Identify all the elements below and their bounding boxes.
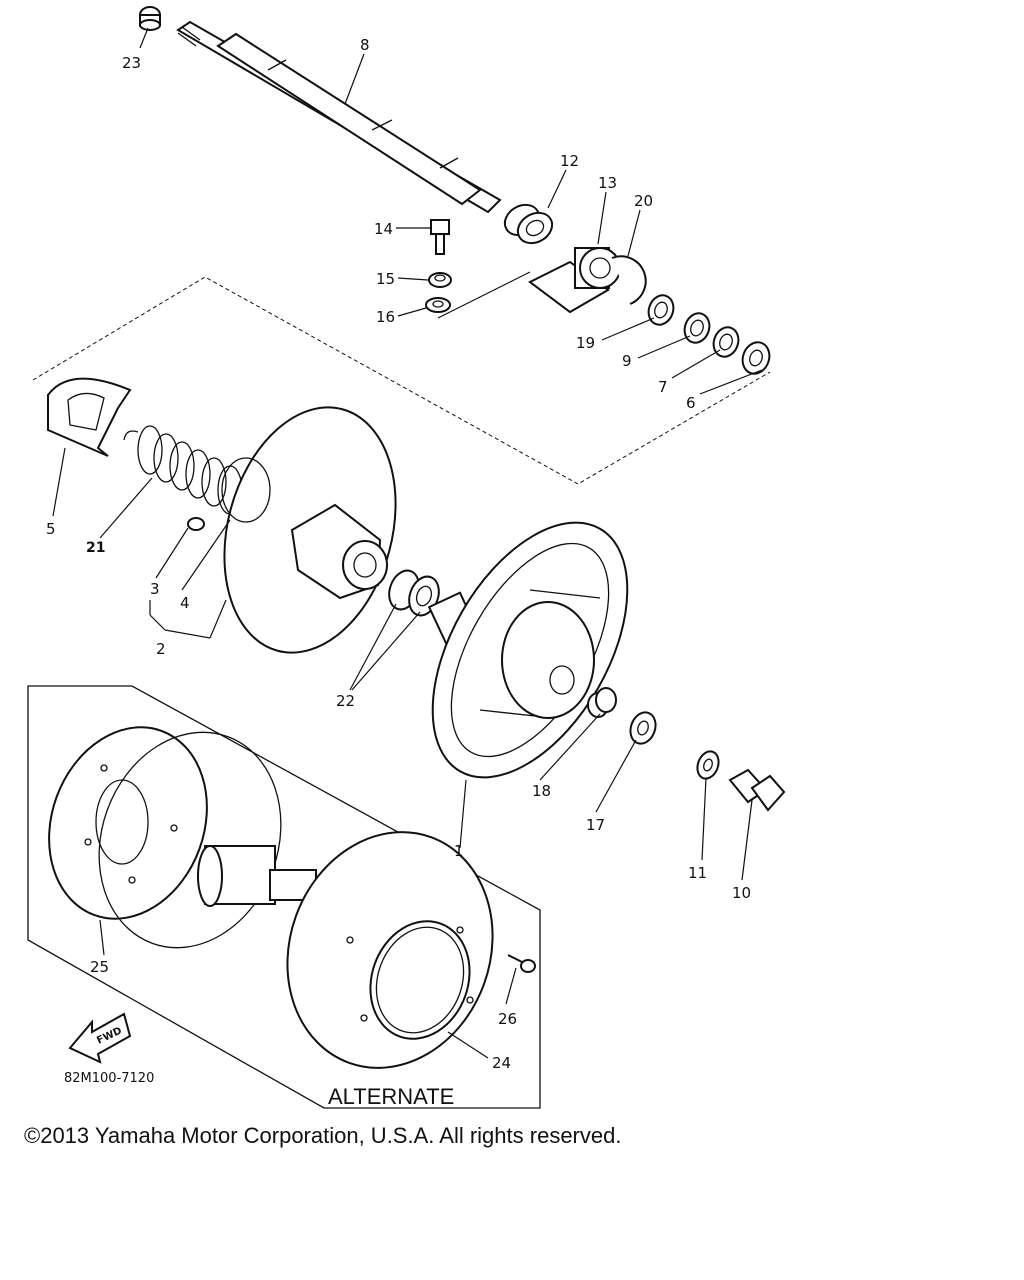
callout-26: 26: [498, 1010, 517, 1028]
callout-15: 15: [376, 270, 395, 288]
fwd-arrow-icon: FWD: [68, 1012, 132, 1064]
callout-16: 16: [376, 308, 395, 326]
part-16-washer: [425, 297, 451, 313]
callout-5: 5: [46, 520, 56, 538]
part-1-fixed-sheave: [427, 521, 629, 779]
callout-21: 21: [86, 540, 105, 556]
callout-6: 6: [686, 394, 696, 412]
callout-13: 13: [598, 174, 617, 192]
callout-3: 3: [150, 580, 160, 598]
callout-11: 11: [688, 864, 707, 882]
part-19-washer: [647, 294, 675, 326]
part-13-bracket: [528, 247, 621, 314]
callout-17: 17: [586, 816, 605, 834]
part-9-washer: [683, 312, 711, 344]
part-6-washer: [741, 341, 771, 375]
copyright-notice: ©2013 Yamaha Motor Corporation, U.S.A. A…: [24, 1123, 622, 1148]
part-5-cam: [47, 377, 132, 457]
parts-exploded-diagram: FWD 23 8 12: [27, 6, 786, 1109]
callout-labels: 23 8 12 13 20 14 15 16 19 9 7 6 5 21 3 4…: [46, 36, 751, 1072]
alternate-box: [27, 685, 541, 1109]
callout-24: 24: [492, 1054, 511, 1072]
callout-10: 10: [732, 884, 751, 902]
part-26-screw: [507, 954, 536, 973]
part-18-collar: [587, 687, 617, 718]
callout-18: 18: [532, 782, 551, 800]
callout-7: 7: [658, 378, 668, 396]
part-21-spring: [123, 425, 243, 515]
callout-1: 1: [454, 842, 464, 860]
part-3-pin: [187, 517, 205, 531]
part-2-sliding-sheave: [221, 406, 397, 654]
drawing-code: 82M100-7120: [64, 1071, 154, 1086]
callout-25: 25: [90, 958, 109, 976]
part-17-washer: [629, 711, 657, 745]
callout-22: 22: [336, 692, 355, 710]
part-15-nut: [428, 272, 452, 288]
callout-2: 2: [156, 640, 166, 658]
callout-14: 14: [374, 220, 393, 238]
callout-9: 9: [622, 352, 632, 370]
part-23-cap: [139, 6, 161, 31]
part-14-bolt: [430, 219, 450, 255]
part-7-washer: [712, 326, 740, 358]
part-11-washer: [696, 750, 720, 780]
part-25-outer-sheave: [48, 726, 208, 920]
part-20-circlip: [611, 255, 647, 305]
part-24-sheave: [286, 831, 494, 1069]
callout-12: 12: [560, 152, 579, 170]
part-12-bearing: [503, 203, 554, 245]
callout-8: 8: [360, 36, 370, 54]
callout-19: 19: [576, 334, 595, 352]
alternate-label: ALTERNATE: [328, 1084, 454, 1109]
assembly-outline: [32, 276, 771, 485]
callout-20: 20: [634, 192, 653, 210]
callout-4: 4: [180, 594, 190, 612]
part-10-bolt: [728, 768, 786, 812]
part-8-shaft: [176, 20, 502, 214]
leader-lines: [52, 27, 763, 1059]
callout-23: 23: [122, 54, 141, 72]
